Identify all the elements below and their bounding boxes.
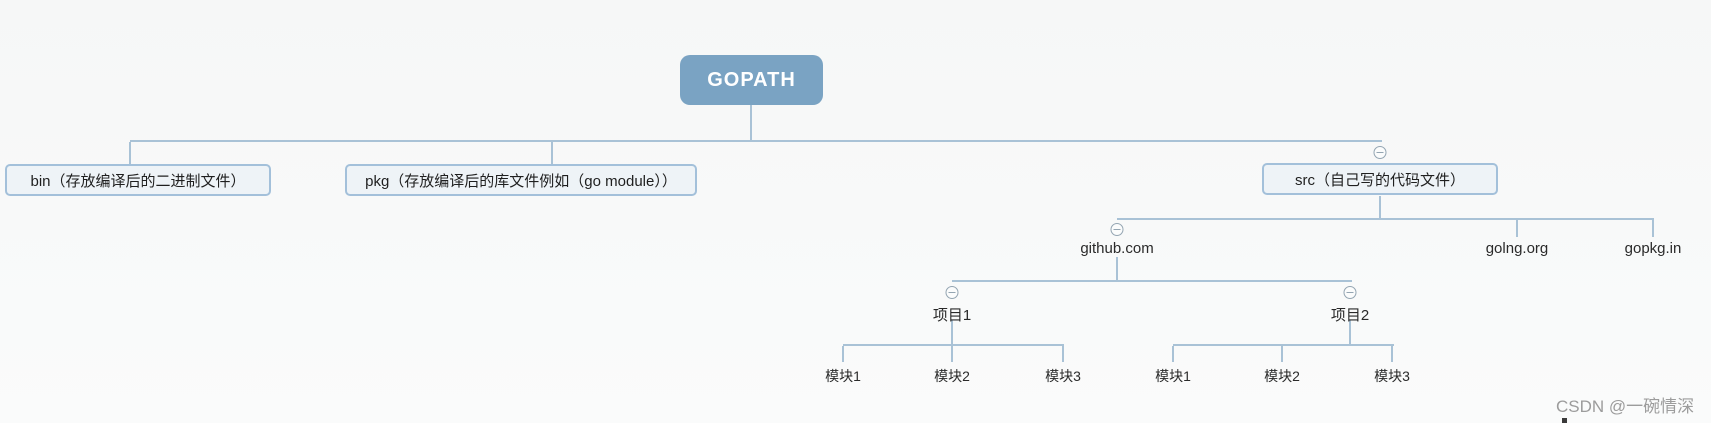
connector-gopkg-drop — [1652, 220, 1654, 237]
label-p2-module1[interactable]: 模块1 — [1155, 368, 1191, 384]
connector-p1-module1-drop — [842, 346, 844, 362]
label-p1-module1[interactable]: 模块1 — [825, 368, 861, 384]
collapse-icon-src[interactable] — [1373, 146, 1387, 159]
connector-project1-drop — [951, 320, 953, 344]
connector-bin-drop — [129, 142, 131, 164]
connector-project1-rail — [843, 344, 1064, 346]
label-p1-module3[interactable]: 模块3 — [1045, 368, 1081, 384]
collapse-icon-project2[interactable] — [1343, 286, 1357, 299]
node-src[interactable]: src（自己写的代码文件） — [1262, 163, 1498, 195]
connector-project2-rail — [1173, 344, 1394, 346]
connector-p2-module3-drop — [1391, 346, 1393, 362]
connector-level1-rail — [130, 140, 1382, 142]
collapse-icon-github[interactable] — [1110, 223, 1124, 236]
connector-level3-rail — [952, 280, 1352, 282]
label-gopkg-in[interactable]: gopkg.in — [1624, 240, 1682, 257]
node-pkg[interactable]: pkg（存放编译后的库文件例如（go module）） — [345, 164, 697, 196]
label-project2[interactable]: 项目2 — [1330, 307, 1370, 324]
watermark: CSDN @一碗情深 — [1556, 397, 1695, 416]
connector-p1-module2-drop — [951, 346, 953, 362]
connector-p1-module3-drop — [1062, 346, 1064, 362]
connector-golng-drop — [1516, 220, 1518, 237]
label-github-com[interactable]: github.com — [1080, 240, 1154, 257]
connector-pkg-drop — [551, 142, 553, 164]
node-bin[interactable]: bin（存放编译后的二进制文件） — [5, 164, 271, 196]
connector-github-drop — [1116, 257, 1118, 280]
label-p1-module2[interactable]: 模块2 — [934, 368, 970, 384]
connector-project2-drop — [1349, 320, 1351, 344]
label-project1[interactable]: 项目1 — [932, 307, 972, 324]
label-p2-module2[interactable]: 模块2 — [1264, 368, 1300, 384]
connector-p2-module1-drop — [1172, 346, 1174, 362]
connector-level2-rail — [1117, 218, 1654, 220]
watermark-artifact — [1562, 418, 1567, 423]
node-gopath[interactable]: GOPATH — [680, 55, 823, 105]
collapse-icon-project1[interactable] — [945, 286, 959, 299]
connector-src-drop — [1379, 196, 1381, 218]
connector-root-drop — [750, 105, 752, 141]
label-golng-org[interactable]: golng.org — [1485, 240, 1549, 257]
connector-p2-module2-drop — [1281, 346, 1283, 362]
label-p2-module3[interactable]: 模块3 — [1374, 368, 1410, 384]
